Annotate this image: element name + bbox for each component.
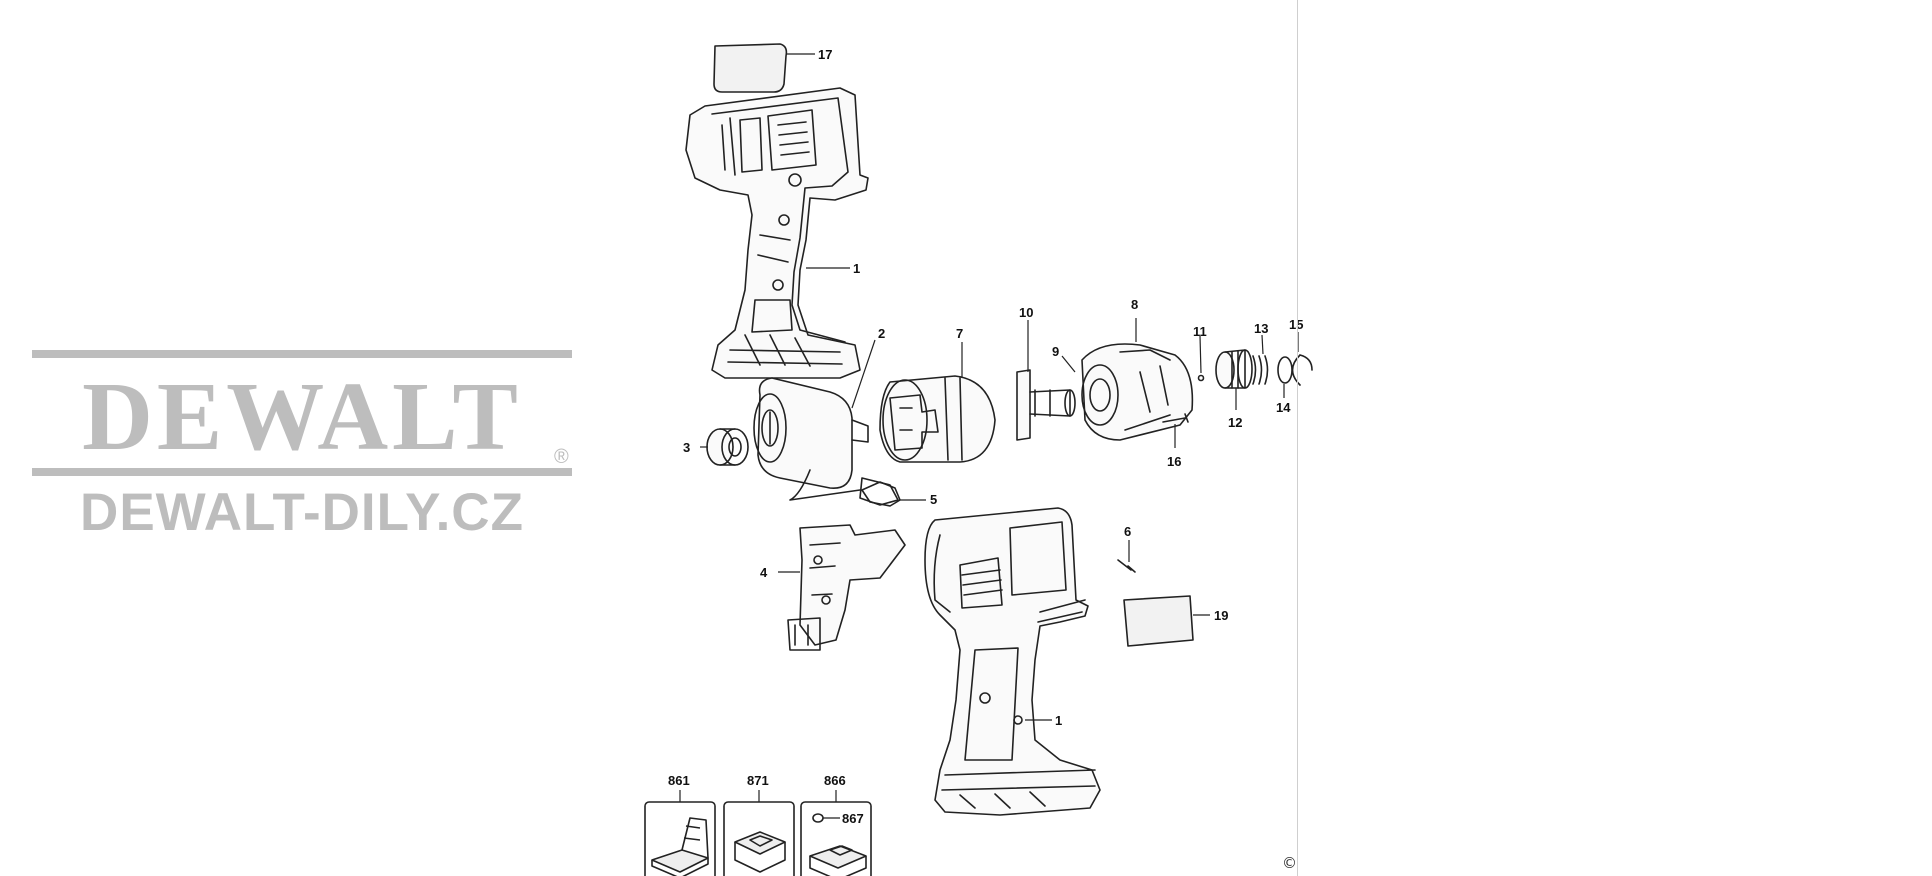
charger-icon (734, 831, 786, 873)
anvil-icon (1016, 369, 1076, 441)
registered-mark: ® (554, 446, 569, 468)
callout-1-lower: 1 (1055, 713, 1063, 728)
callout-2: 2 (878, 326, 886, 341)
drill-housing-right-icon (924, 507, 1101, 816)
callout-7: 7 (956, 326, 964, 341)
callout-871: 871 (747, 773, 769, 788)
page-divider (1297, 0, 1298, 876)
chuck-sleeve-icon (1215, 349, 1253, 389)
callout-12: 12 (1228, 415, 1243, 430)
callout-16: 16 (1167, 454, 1182, 469)
callout-866: 866 (824, 773, 846, 788)
end-cap-icon (706, 428, 749, 466)
lamp-bulb-icon (812, 813, 824, 823)
website-text: DEWALT-DILY.CZ (80, 483, 524, 542)
callout-11: 11 (1193, 324, 1207, 339)
dewalt-logo: DEWALT ® DEWALT-DILY.CZ (32, 350, 572, 540)
callout-17: 17 (818, 47, 833, 62)
washer-icon (1277, 356, 1293, 384)
nose-housing-icon (1081, 343, 1194, 441)
trigger-switch-icon (787, 524, 906, 651)
logo-top-band (32, 350, 572, 358)
callout-13: 13 (1254, 321, 1269, 336)
drill-housing-left-icon (685, 87, 869, 379)
callout-867: 867 (842, 811, 864, 826)
callout-10: 10 (1019, 305, 1034, 320)
label-pad-icon (713, 43, 788, 93)
gearbox-icon (879, 375, 996, 463)
callout-8: 8 (1131, 297, 1139, 312)
carry-case-icon (651, 817, 709, 876)
callout-861: 861 (668, 773, 690, 788)
motor-icon (753, 377, 899, 506)
label-pad-icon (1123, 595, 1194, 647)
logo-bottom-band (32, 468, 572, 476)
callout-6: 6 (1124, 524, 1132, 539)
retaining-ring-icon (1291, 354, 1313, 386)
callout-19: 19 (1214, 608, 1229, 623)
logo-text: DEWALT (82, 363, 522, 471)
callout-5: 5 (930, 492, 938, 507)
callout-14: 14 (1276, 400, 1291, 415)
callout-9: 9 (1052, 344, 1060, 359)
screw-icon (1162, 413, 1189, 423)
spring-icon (1252, 355, 1269, 385)
battery-pack-icon (809, 845, 867, 876)
copyright-mark: © (1282, 854, 1297, 872)
ball-icon (1197, 374, 1205, 382)
callout-15: 15 (1289, 318, 1303, 331)
small-screw-icon (1117, 559, 1136, 573)
callout-1-upper: 1 (853, 261, 861, 276)
callout-3: 3 (683, 440, 691, 455)
callout-4: 4 (760, 565, 768, 580)
